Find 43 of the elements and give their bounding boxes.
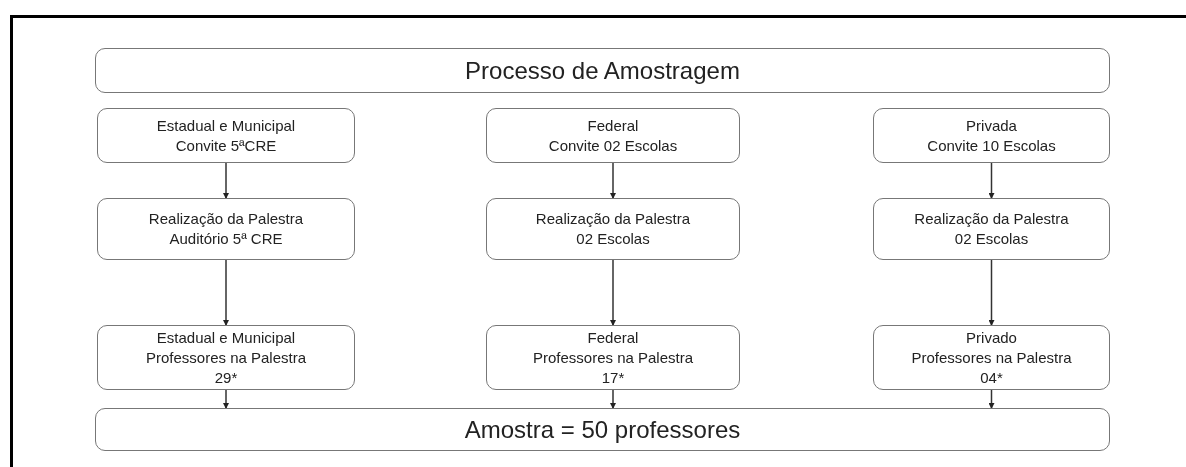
arrow (610, 259, 616, 326)
box-text: Privada (966, 115, 1017, 136)
box-text: Professores na Palestra (532, 347, 694, 368)
box-text: Professores na Palestra (145, 347, 307, 368)
process-box (95, 48, 1110, 93)
box-text: Convite 5ªCRE (175, 135, 277, 156)
box-text: Amostra = 50 professores (464, 414, 741, 445)
arrow (988, 389, 995, 409)
box-text: Auditório 5ª CRE (169, 229, 283, 249)
process-box (486, 108, 740, 163)
process-box (486, 325, 740, 390)
box-text: 02 Escolas (954, 229, 1029, 249)
box-text: Estadual e Municipal (156, 115, 296, 136)
arrow (610, 162, 616, 199)
box-text: Estadual e Municipal (156, 327, 296, 348)
process-box (873, 198, 1110, 260)
arrow (223, 259, 229, 326)
box-text: Realização da Palestra (535, 209, 691, 229)
process-box (97, 325, 355, 390)
box-text: Convite 10 Escolas (927, 135, 1056, 156)
box-text: 29* (214, 367, 238, 388)
process-box (873, 108, 1110, 163)
arrow (223, 162, 229, 199)
box-text: 02 Escolas (576, 229, 650, 249)
process-box (95, 408, 1110, 451)
process-box (873, 325, 1110, 390)
process-box (486, 198, 740, 260)
process-box (97, 108, 355, 163)
arrow (610, 389, 616, 409)
box-text: 04* (980, 367, 1003, 388)
box-text: Realização da Palestra (148, 209, 304, 229)
box-text: Federal (587, 327, 639, 348)
arrow (223, 389, 229, 409)
box-text: 17* (601, 367, 625, 388)
box-text: Professores na Palestra (911, 347, 1072, 368)
box-text: Processo de Amostragem (465, 55, 740, 86)
arrow (988, 162, 995, 199)
box-text: Convite 02 Escolas (548, 135, 678, 156)
process-box (97, 198, 355, 260)
box-text: Realização da Palestra (914, 209, 1069, 229)
box-text: Privado (966, 327, 1017, 348)
box-text: Federal (587, 115, 639, 136)
arrow (988, 259, 995, 326)
